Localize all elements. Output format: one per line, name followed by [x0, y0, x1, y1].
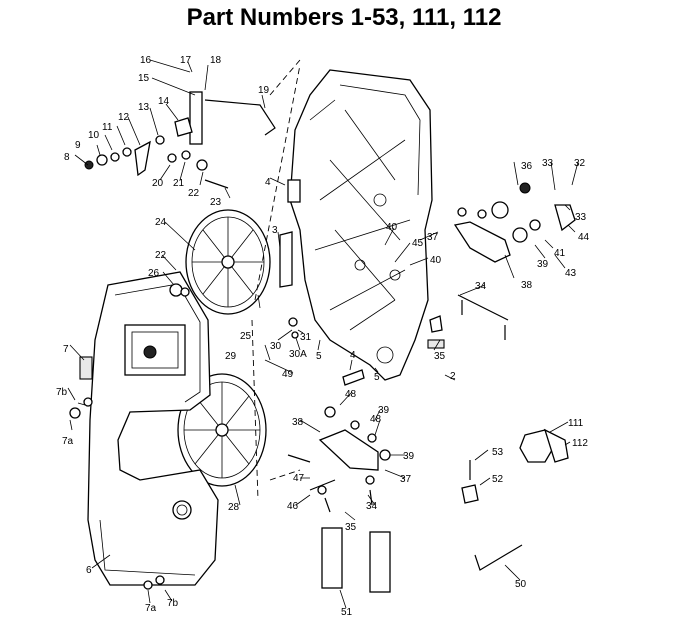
- wheel-cover: [79, 271, 219, 586]
- callout-36: 36: [521, 161, 533, 172]
- callout-3: 3: [272, 225, 278, 236]
- callout-52: 52: [492, 474, 504, 485]
- callout-9: 9: [75, 140, 81, 151]
- callout-38-right: 38: [521, 280, 533, 291]
- callout-41: 41: [554, 248, 566, 259]
- callout-30: 30: [270, 341, 282, 352]
- callout-46: 46: [287, 501, 299, 512]
- callout-24: 24: [155, 217, 167, 228]
- lower-guide-assembly: [287, 369, 391, 513]
- frame-casting: [289, 69, 433, 381]
- callout-28: 28: [228, 502, 240, 513]
- callout-23: 23: [210, 197, 222, 208]
- callout-6: 6: [86, 565, 92, 576]
- callout-7b-lower: 7b: [167, 598, 179, 609]
- callout-25: 25: [240, 331, 252, 342]
- callout-112: 112: [572, 438, 588, 449]
- right-guide-assembly: [427, 182, 576, 349]
- callout-7a-lower: 7a: [145, 603, 157, 614]
- callout-17: 17: [180, 55, 192, 66]
- callout-4-lower: 4: [350, 350, 356, 361]
- upper-wheel: [185, 209, 271, 315]
- callout-12: 12: [118, 112, 130, 123]
- callout-33-right: 33: [575, 212, 587, 223]
- callout-37: 37: [427, 232, 439, 243]
- callout-26: 26: [148, 268, 160, 279]
- callout-39-mid: 39: [378, 405, 390, 416]
- callout-10: 10: [88, 130, 100, 141]
- callout-8: 8: [64, 152, 70, 163]
- callout-4-upper: 4: [265, 177, 271, 188]
- callout-39-right: 39: [537, 259, 549, 270]
- callout-18: 18: [210, 55, 222, 66]
- callout-51: 51: [341, 607, 353, 618]
- callout-7b: 7b: [56, 387, 68, 398]
- callout-45: 45: [412, 238, 424, 249]
- callout-48-mid: 48: [370, 414, 382, 425]
- callout-37-lower: 37: [400, 474, 412, 485]
- callout-29: 29: [225, 351, 237, 362]
- callout-48-top: 48: [345, 389, 357, 400]
- callout-33-top: 33: [542, 158, 554, 169]
- callout-15: 15: [138, 73, 150, 84]
- callout-22b: 22: [155, 250, 167, 261]
- callout-35-right: 35: [434, 351, 446, 362]
- callout-111: 111: [568, 418, 584, 429]
- callout-40-lower: 40: [430, 255, 442, 266]
- callout-39-lower: 39: [403, 451, 415, 462]
- callout-5-upper: 5: [316, 351, 322, 362]
- callout-7a: 7a: [62, 436, 74, 447]
- callout-13: 13: [138, 102, 150, 113]
- callout-47: 47: [293, 473, 305, 484]
- callout-20: 20: [152, 178, 164, 189]
- callout-43: 43: [565, 268, 577, 279]
- callout-50: 50: [515, 579, 527, 590]
- callout-14: 14: [158, 96, 170, 107]
- page-title: Part Numbers 1-53, 111, 112: [186, 4, 502, 31]
- callout-34-lower: 34: [366, 501, 378, 512]
- callout-44: 44: [578, 232, 590, 243]
- callout-7: 7: [63, 344, 69, 355]
- callout-labels: 16 17 18 15 19 14 13 12 11 10 9 8 20 21 …: [56, 55, 590, 618]
- upper-guide-assembly: [84, 91, 276, 189]
- callout-35-lower: 35: [345, 522, 357, 533]
- callout-49: 49: [282, 369, 294, 380]
- callout-32: 32: [574, 158, 586, 169]
- callout-38-lower: 38: [292, 417, 304, 428]
- callout-21: 21: [173, 178, 185, 189]
- misc-parts: [69, 179, 569, 593]
- callout-53: 53: [492, 447, 504, 458]
- callout-40-upper: 40: [386, 222, 398, 233]
- callout-5-lower: 5: [374, 372, 380, 383]
- callout-11: 11: [102, 122, 113, 133]
- callout-34-right: 34: [475, 281, 487, 292]
- callout-22: 22: [188, 188, 200, 199]
- callout-19: 19: [258, 85, 270, 96]
- callout-16: 16: [140, 55, 152, 66]
- callout-31: 31: [300, 332, 312, 343]
- callout-30A: 30A: [289, 349, 307, 360]
- callout-2: 2: [450, 371, 456, 382]
